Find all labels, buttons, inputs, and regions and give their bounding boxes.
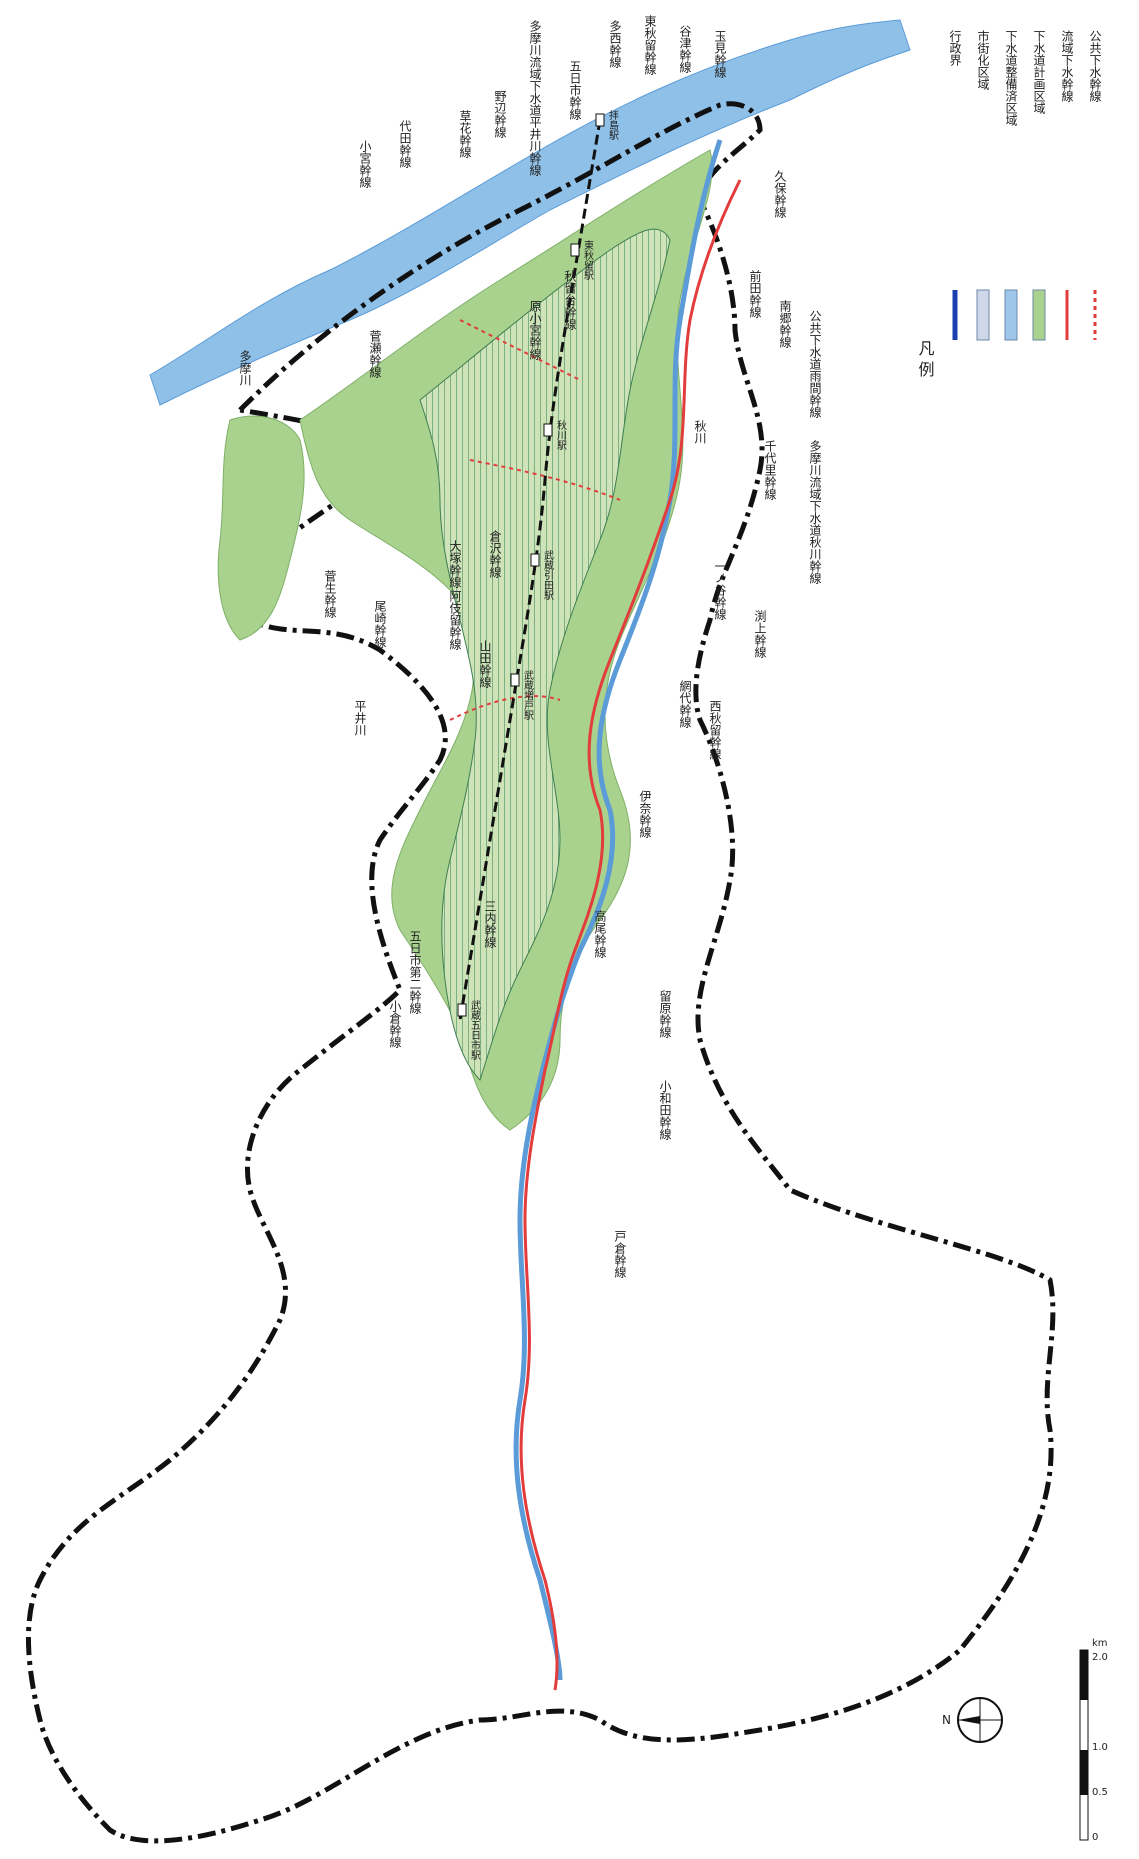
scale-tick-0: 0 [1092, 1832, 1098, 1843]
trunk-label: 三内幹線 [483, 900, 497, 948]
trunk-label: 五日市第二幹線 [408, 930, 422, 1014]
station-label: 東秋留駅 [582, 239, 594, 281]
trunk-label: 五日市幹線 [568, 60, 582, 120]
trunk-label: 山田幹線 [478, 640, 492, 688]
admin-boundary [26, 101, 1056, 1844]
trunk-label: 阿伎留幹線 [448, 590, 462, 650]
trunk-label: 菅生幹線 [323, 570, 337, 618]
station-marker [570, 243, 580, 257]
north-arrow: N [942, 1697, 1003, 1743]
station-label: 拝島駅 [607, 109, 619, 141]
trunk-label: 渕上幹線 [753, 610, 767, 658]
trunk-label: 小宮幹線 [358, 140, 372, 188]
public-trunk-sewer-1 [459, 319, 581, 381]
trunk-label: 玉見幹線 [713, 30, 727, 78]
station-label: 武蔵引田駅 [542, 549, 554, 601]
station-label: 武蔵五日市駅 [469, 999, 481, 1061]
legend-item-label: 行政界 [948, 30, 962, 67]
trunk-label: 公共下水道雨間幹線 [808, 310, 822, 418]
trunk-label: 南郷幹線 [778, 299, 792, 348]
trunk-label: 一ノ谷幹線 [713, 560, 727, 620]
trunk-label: 小和田幹線 [658, 1080, 672, 1140]
trunk-label: 戸倉幹線 [613, 1230, 627, 1278]
legend-swatch [1004, 289, 1018, 341]
trunk-label: 多摩川流域下水道平井川幹線 [528, 20, 542, 176]
planned-sewer-area-west [217, 415, 305, 641]
legend-swatch [976, 289, 990, 341]
trunk-label: 尾崎幹線 [373, 600, 387, 648]
trunk-label: 代田幹線 [398, 120, 412, 168]
legend-item-label: 下水道整備済区域 [1004, 30, 1018, 126]
trunk-label: 高尾幹線 [593, 909, 607, 958]
legend-swatch [1032, 289, 1046, 341]
legend: 凡 例 行政界市街化区域下水道整備済区域下水道計画区域流域下水幹線公共下水幹線 [916, 29, 1103, 379]
trunk-label: 東秋留幹線 [643, 15, 657, 75]
scale-unit: km [1092, 1638, 1108, 1649]
trunk-label: 千代里幹線 [763, 440, 777, 500]
station-marker [457, 1003, 467, 1017]
trunk-label: 大塚幹線 [448, 540, 462, 588]
public-trunk-sewer-3 [449, 695, 561, 721]
station-label: 秋川駅 [555, 419, 567, 451]
trunk-label: 留原幹線 [658, 990, 672, 1038]
urbanized-area [419, 228, 671, 1081]
regional-trunk-sewer [519, 179, 742, 1691]
legend-item-label: 流域下水幹線 [1060, 30, 1074, 102]
river-label-aki: 秋川 [693, 420, 707, 444]
north-label: N [942, 1713, 951, 1727]
tama-river [149, 19, 911, 406]
station-marker [595, 113, 605, 127]
public-trunk-sewer-2 [469, 459, 621, 501]
trunk-label: 原小宮幹線 [528, 300, 542, 360]
trunk-label: 多摩川流域下水道秋川幹線 [808, 440, 822, 584]
trunk-label: 西秋留幹線 [708, 700, 722, 760]
trunk-label: 菅瀬幹線 [368, 330, 382, 378]
legend-title: 凡 例 [916, 340, 935, 378]
railway [458, 119, 602, 1021]
station-label: 武蔵増戸駅 [522, 669, 534, 721]
legend-item-label: 公共下水幹線 [1088, 30, 1102, 102]
river-label-tama: 多摩川 [238, 350, 252, 386]
scale-tick-2: 2.0 [1092, 1652, 1108, 1663]
trunk-label: 伊奈幹線 [638, 790, 652, 838]
station-marker [530, 553, 540, 567]
station-marker [510, 673, 520, 687]
station-marker [543, 423, 553, 437]
scale-tick-1: 1.0 [1092, 1742, 1108, 1753]
scale-tick-05: 0.5 [1092, 1787, 1108, 1798]
legend-item-label: 下水道計画区域 [1032, 30, 1046, 114]
scale-bar: 0 0.5 1.0 2.0 km [1079, 1638, 1108, 1843]
trunk-label: 網代幹線 [678, 680, 692, 728]
trunk-label: 草花幹線 [458, 110, 472, 158]
trunk-label: 小倉幹線 [388, 1000, 402, 1048]
legend-item-label: 市街化区域 [976, 29, 990, 90]
trunk-label: 前田幹線 [748, 269, 762, 318]
trunk-label: 谷津幹線 [678, 25, 692, 73]
trunk-label: 多西幹線 [608, 20, 622, 68]
trunk-label: 野辺幹線 [493, 90, 507, 138]
river-label-hirai: 平井川 [353, 700, 367, 736]
trunk-label: 久保幹線 [773, 170, 787, 218]
trunk-label: 秋留台幹線 [563, 270, 577, 330]
trunk-label: 倉沢幹線 [488, 529, 502, 578]
aki-river [513, 139, 723, 1681]
